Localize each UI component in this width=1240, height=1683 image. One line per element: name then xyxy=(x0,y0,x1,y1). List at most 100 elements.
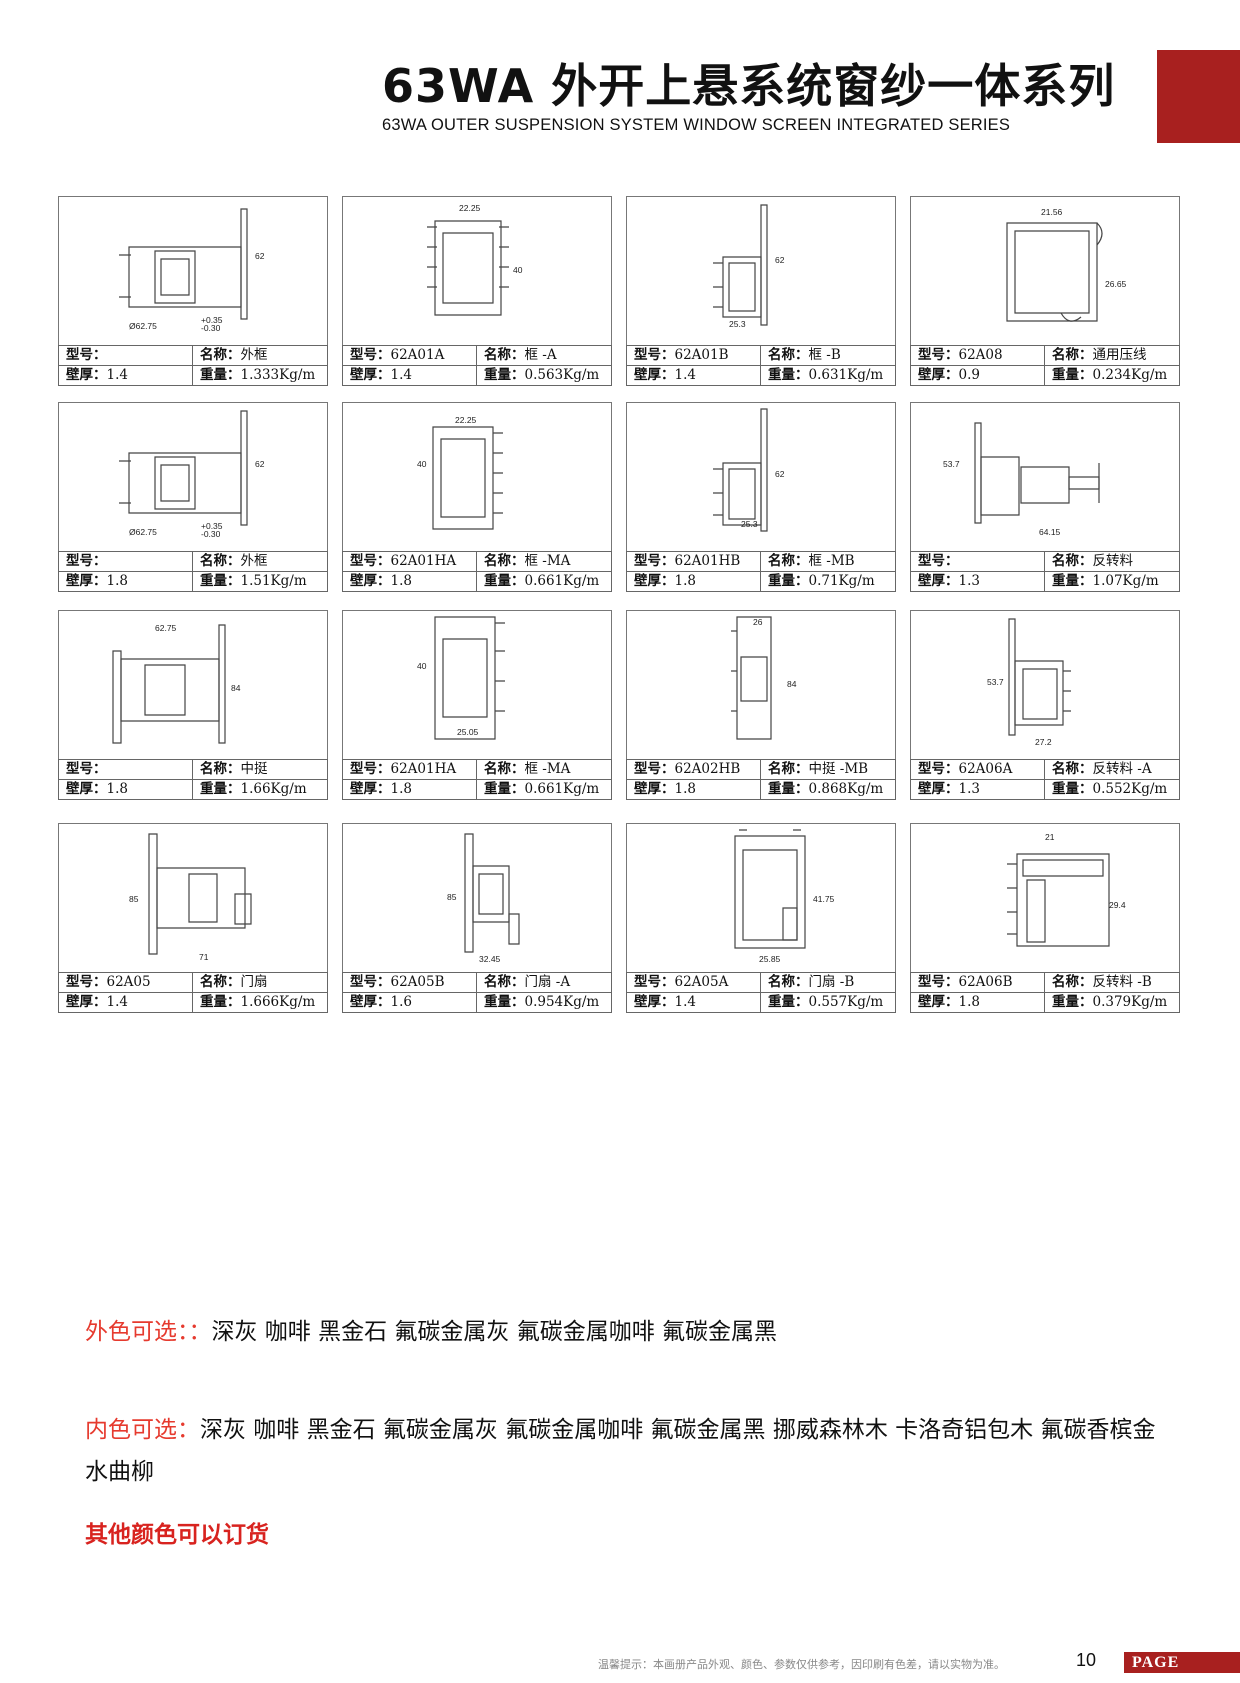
profile-outline xyxy=(119,254,131,298)
thickness-label: 壁厚： xyxy=(66,994,107,1010)
weight-cell: 重量：1.07Kg/m xyxy=(1044,571,1180,592)
profile-outline xyxy=(478,873,504,915)
weight-value: 0.71Kg/m xyxy=(808,573,875,589)
profile-outline xyxy=(218,624,226,744)
weight-cell: 重量：0.234Kg/m xyxy=(1044,365,1180,386)
dimension-label: 21.56 xyxy=(1041,207,1063,217)
name-cell: 名称：框 -A xyxy=(476,345,612,366)
name-value: 反转料 -A xyxy=(1092,761,1152,777)
thickness-cell: 壁厚：1.4 xyxy=(626,365,761,386)
profile-outline xyxy=(1014,230,1090,314)
name-value: 框 -MA xyxy=(524,761,571,777)
thickness-label: 壁厚： xyxy=(66,573,107,589)
weight-label: 重量： xyxy=(1052,994,1093,1010)
profile-outline xyxy=(432,426,494,530)
weight-value: 0.661Kg/m xyxy=(524,573,600,589)
weight-cell: 重量：0.563Kg/m xyxy=(476,365,612,386)
thickness-label: 壁厚： xyxy=(918,367,959,383)
dimension-label: 41.75 xyxy=(813,894,835,904)
model-label: 型号： xyxy=(918,553,959,569)
profile-outline xyxy=(120,658,220,722)
dimension-label: +0.35 xyxy=(201,521,223,531)
name-value: 门扇 -B xyxy=(808,974,855,990)
weight-cell: 重量：0.868Kg/m xyxy=(760,779,896,800)
name-cell: 名称：门扇 -A xyxy=(476,972,612,993)
profile-outline xyxy=(1063,670,1071,712)
profile-outline xyxy=(464,833,474,953)
profile-outline xyxy=(148,833,158,955)
profile-outline xyxy=(980,456,1020,516)
model-cell: 型号： xyxy=(910,551,1045,572)
name-label: 名称： xyxy=(768,974,809,990)
model-cell: 型号：62A01A xyxy=(342,345,477,366)
name-label: 名称： xyxy=(1052,974,1093,990)
profile-outline xyxy=(1008,618,1016,736)
weight-cell: 重量：0.661Kg/m xyxy=(476,779,612,800)
name-label: 名称： xyxy=(200,553,241,569)
model-value: 62A05A xyxy=(674,974,729,990)
model-label: 型号： xyxy=(634,347,675,363)
dimension-label: Ø62.75 xyxy=(129,527,157,537)
profile-outline xyxy=(1096,222,1103,246)
weight-value: 0.557Kg/m xyxy=(808,994,884,1010)
profile-outline xyxy=(1020,466,1070,504)
model-value: 62A01A xyxy=(390,347,445,363)
weight-value: 0.563Kg/m xyxy=(524,367,600,383)
thickness-cell: 壁厚：1.8 xyxy=(910,992,1045,1013)
dimension-label: 85 xyxy=(129,894,139,904)
weight-label: 重量： xyxy=(484,994,525,1010)
profile-outline xyxy=(493,432,503,514)
thickness-label: 壁厚： xyxy=(350,781,391,797)
thickness-label: 壁厚： xyxy=(634,367,675,383)
weight-value: 1.666Kg/m xyxy=(240,994,316,1010)
weight-label: 重量： xyxy=(200,994,241,1010)
dimension-label: 84 xyxy=(231,683,241,693)
profile-outline xyxy=(1016,853,1110,947)
weight-label: 重量： xyxy=(768,367,809,383)
model-cell: 型号：62A05A xyxy=(626,972,761,993)
profile-outline xyxy=(760,408,768,532)
name-label: 名称： xyxy=(484,761,525,777)
dimension-label: 25.3 xyxy=(729,319,746,329)
profile-outline xyxy=(128,452,242,514)
dimension-label: 53.7 xyxy=(987,677,1004,687)
thickness-value: 1.8 xyxy=(390,781,412,797)
weight-label: 重量： xyxy=(200,367,241,383)
model-label: 型号： xyxy=(66,347,107,363)
thickness-value: 1.3 xyxy=(958,781,980,797)
profile-cross-section: 53.764.15 xyxy=(943,422,1100,537)
profile-outline xyxy=(434,616,496,740)
name-value: 框 -A xyxy=(524,347,557,363)
dimension-label: 62 xyxy=(775,255,785,265)
model-cell: 型号：62A08 xyxy=(910,345,1045,366)
model-value: 62A01B xyxy=(674,347,729,363)
thickness-value: 1.8 xyxy=(106,781,128,797)
thickness-label: 壁厚： xyxy=(634,994,675,1010)
model-cell: 型号： xyxy=(58,759,193,780)
weight-value: 1.07Kg/m xyxy=(1092,573,1159,589)
name-cell: 名称：框 -MB xyxy=(760,551,896,572)
